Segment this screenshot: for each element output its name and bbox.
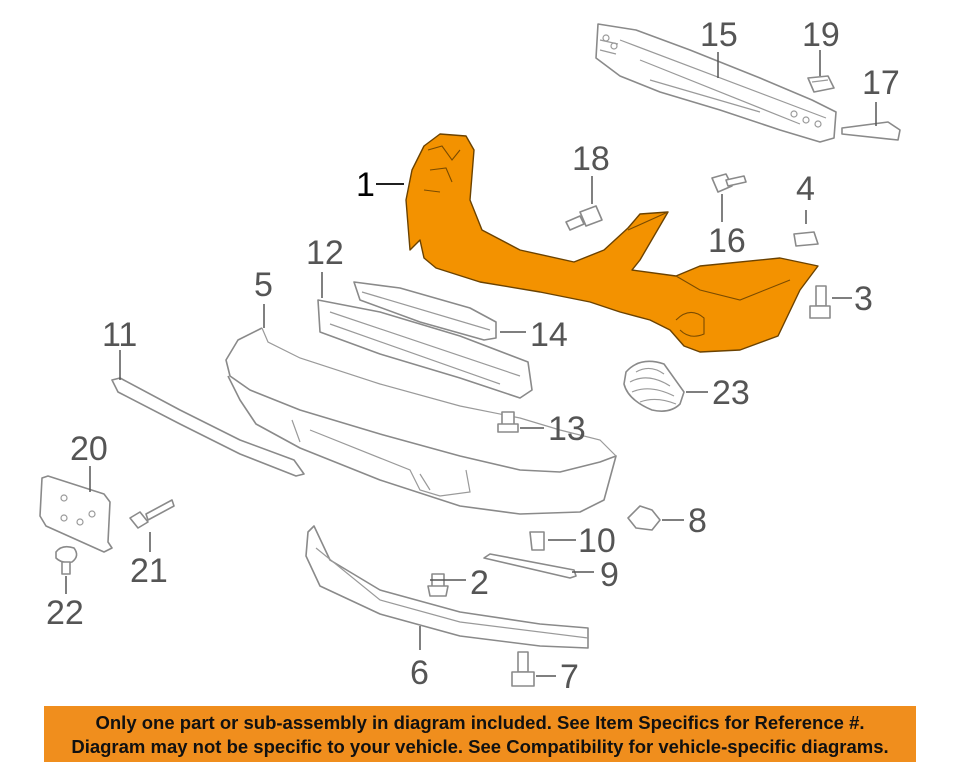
disclaimer-line-1: Only one part or sub-assembly in diagram…: [95, 712, 865, 733]
part-trim-9: [483, 553, 577, 579]
callout-11: 11: [102, 316, 137, 354]
callout-18: 18: [572, 140, 610, 178]
part-bolt-3: [809, 285, 831, 319]
callout-9: 9: [600, 556, 619, 594]
callout-8: 8: [688, 502, 707, 540]
disclaimer-banner: Only one part or sub-assembly in diagram…: [44, 706, 916, 762]
callout-16: 16: [708, 222, 746, 260]
callout-10: 10: [578, 522, 616, 560]
part-lower-valance: [305, 525, 589, 649]
part-clip-10: [529, 531, 545, 551]
callout-21: 21: [130, 552, 168, 590]
callout-20: 20: [70, 430, 108, 468]
part-bolt-16: [711, 173, 747, 193]
callout-23: 23: [712, 374, 750, 412]
callout-22: 22: [46, 594, 84, 632]
callout-17: 17: [862, 64, 900, 102]
part-absorber-14: [353, 281, 497, 341]
part-fog-lamp-bezel: [623, 360, 685, 412]
part-clip-4: [793, 231, 819, 247]
callout-19: 19: [802, 16, 840, 54]
callout-5: 5: [254, 266, 273, 304]
part-bumper-cover-lower: [225, 327, 617, 515]
part-license-bracket: [39, 475, 113, 553]
part-screw-13: [497, 411, 519, 433]
part-molding-11: [111, 377, 305, 477]
callout-15: 15: [700, 16, 738, 54]
part-bolt-18: [565, 205, 603, 231]
part-fastener-22: [55, 545, 78, 575]
callout-14: 14: [530, 316, 568, 354]
callout-7: 7: [560, 658, 579, 696]
part-clip-19: [807, 75, 835, 93]
callout-4: 4: [796, 170, 815, 208]
part-reinforcement-bar: [595, 23, 837, 143]
part-bracket-8: [627, 505, 661, 531]
callout-13: 13: [548, 410, 586, 448]
callout-12: 12: [306, 234, 344, 272]
disclaimer-line-2: Diagram may not be specific to your vehi…: [71, 736, 889, 757]
leader-lines: [65, 50, 877, 677]
part-bolt-7: [511, 651, 535, 687]
part-strip-17: [841, 121, 901, 141]
part-bumper-cover-highlighted: [405, 133, 819, 353]
callout-2: 2: [470, 564, 489, 602]
callout-3: 3: [854, 280, 873, 318]
callout-1: 1: [356, 166, 375, 204]
part-pin-21: [129, 499, 175, 529]
part-push-pin-2: [427, 573, 449, 597]
callout-6: 6: [410, 654, 429, 692]
part-absorber-12: [317, 299, 533, 399]
